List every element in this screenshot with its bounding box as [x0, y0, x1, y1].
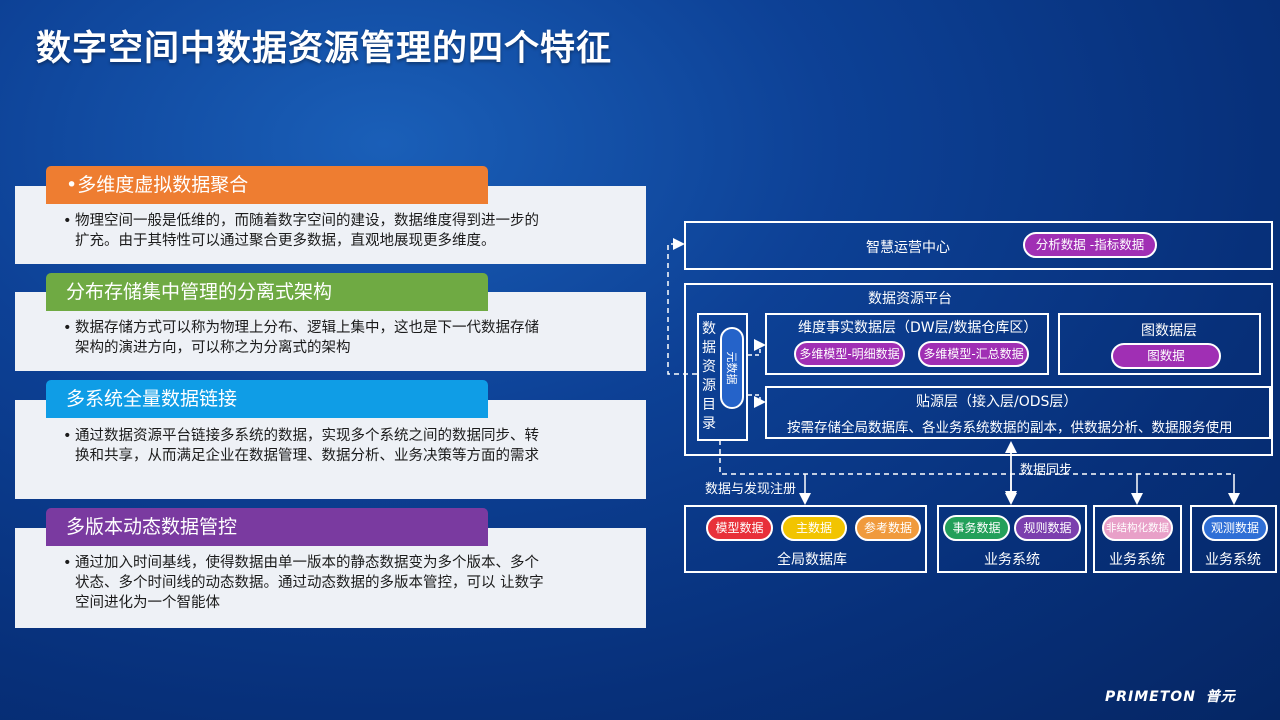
sync-label: 数据同步 — [1020, 463, 1073, 478]
metadata-label: 元数据 — [725, 351, 738, 385]
feature-heading-3: 多系统全量数据链接 — [46, 380, 488, 418]
logo-cn: 普元 — [1205, 689, 1236, 705]
feature-heading-2: 分布存储集中管理的分离式架构 — [46, 273, 488, 311]
ods-layer-label: 贴源层（接入层/ODS层） — [916, 394, 1078, 410]
biz-system-3-box — [1190, 505, 1277, 573]
primeton-logo: PRIMETON 普元 — [1105, 686, 1236, 706]
feature-heading-4: 多版本动态数据管控 — [46, 508, 488, 546]
reference-data-pill: 参考数据 — [855, 515, 921, 541]
register-label: 数据与发现注册 — [705, 482, 797, 497]
feature-4-line-3: 空间进化为一个智能体 — [75, 595, 220, 611]
feature-2-line-1: 数据存储方式可以称为物理上分布、逻辑上集中，这也是下一代数据存储 — [75, 320, 539, 336]
biz-system-1-label: 业务系统 — [984, 552, 1040, 568]
dw-layer-label: 维度事实数据层（DW层/数据仓库区） — [798, 320, 1038, 336]
feature-3-line-1: 通过数据资源平台链接多系统的数据，实现多个系统之间的数据同步、转 — [75, 428, 539, 444]
feature-4-line-1: 通过加入时间基线，使得数据由单一版本的静态数据变为多个版本、多个 — [75, 555, 539, 571]
feature-1-line-2: 扩充。由于其特性可以通过聚合更多数据，直观地展现更多维度。 — [75, 233, 496, 249]
unstructured-data-pill: 非结构化数据 — [1102, 515, 1173, 541]
biz-system-3-label: 业务系统 — [1205, 552, 1261, 568]
data-platform-box — [684, 283, 1273, 456]
catalog-box — [697, 313, 748, 441]
feature-heading-1: •多维度虚拟数据聚合 — [46, 166, 488, 204]
global-db-box — [684, 505, 927, 573]
dw-layer-box — [765, 313, 1049, 375]
catalog-label: 数据资源目录 — [702, 321, 716, 432]
ops-center-label: 智慧运营中心 — [866, 240, 950, 256]
biz-system-1-box — [937, 505, 1087, 573]
biz-system-2-label: 业务系统 — [1109, 552, 1165, 568]
feature-4-line-2: 状态、多个时间线的动态数据。通过动态数据的多版本管控，可以 让数字 — [75, 575, 544, 591]
ops-analysis-pill: 分析数据 -指标数据 — [1023, 232, 1157, 258]
feature-1-line-1: 物理空间一般是低维的，而随着数字空间的建设，数据维度得到进一步的 — [75, 213, 539, 229]
feature-2-line-2: 架构的演进方向，可以称之为分离式的架构 — [75, 340, 351, 356]
page-title: 数字空间中数据资源管理的四个特征 — [36, 29, 613, 69]
dw-summary-pill: 多维模型-汇总数据 — [918, 341, 1029, 367]
biz-system-2-box — [1093, 505, 1182, 573]
ops-center-box — [684, 221, 1273, 270]
ods-layer-box — [765, 386, 1271, 439]
rule-data-pill: 规则数据 — [1014, 515, 1081, 541]
feature-3-line-2: 换和共享，从而满足企业在数据管理、数据分析、业务决策等方面的需求 — [75, 448, 539, 464]
metadata-pill: 元数据 — [720, 327, 744, 409]
logo-brand: PRIMETON — [1105, 689, 1196, 705]
platform-label: 数据资源平台 — [868, 291, 952, 307]
master-data-pill: 主数据 — [781, 515, 847, 541]
ods-description: 按需存储全局数据库、各业务系统数据的副本，供数据分析、数据服务使用 — [787, 420, 1233, 436]
graph-layer-box — [1058, 313, 1261, 375]
transaction-data-pill: 事务数据 — [943, 515, 1010, 541]
model-data-pill: 模型数据 — [706, 515, 773, 541]
observation-data-pill: 观测数据 — [1202, 515, 1268, 541]
global-db-label: 全局数据库 — [777, 552, 847, 568]
graph-pill: 图数据 — [1111, 343, 1221, 369]
graph-layer-label: 图数据层 — [1141, 323, 1197, 339]
dw-detail-pill: 多维模型-明细数据 — [794, 341, 905, 367]
